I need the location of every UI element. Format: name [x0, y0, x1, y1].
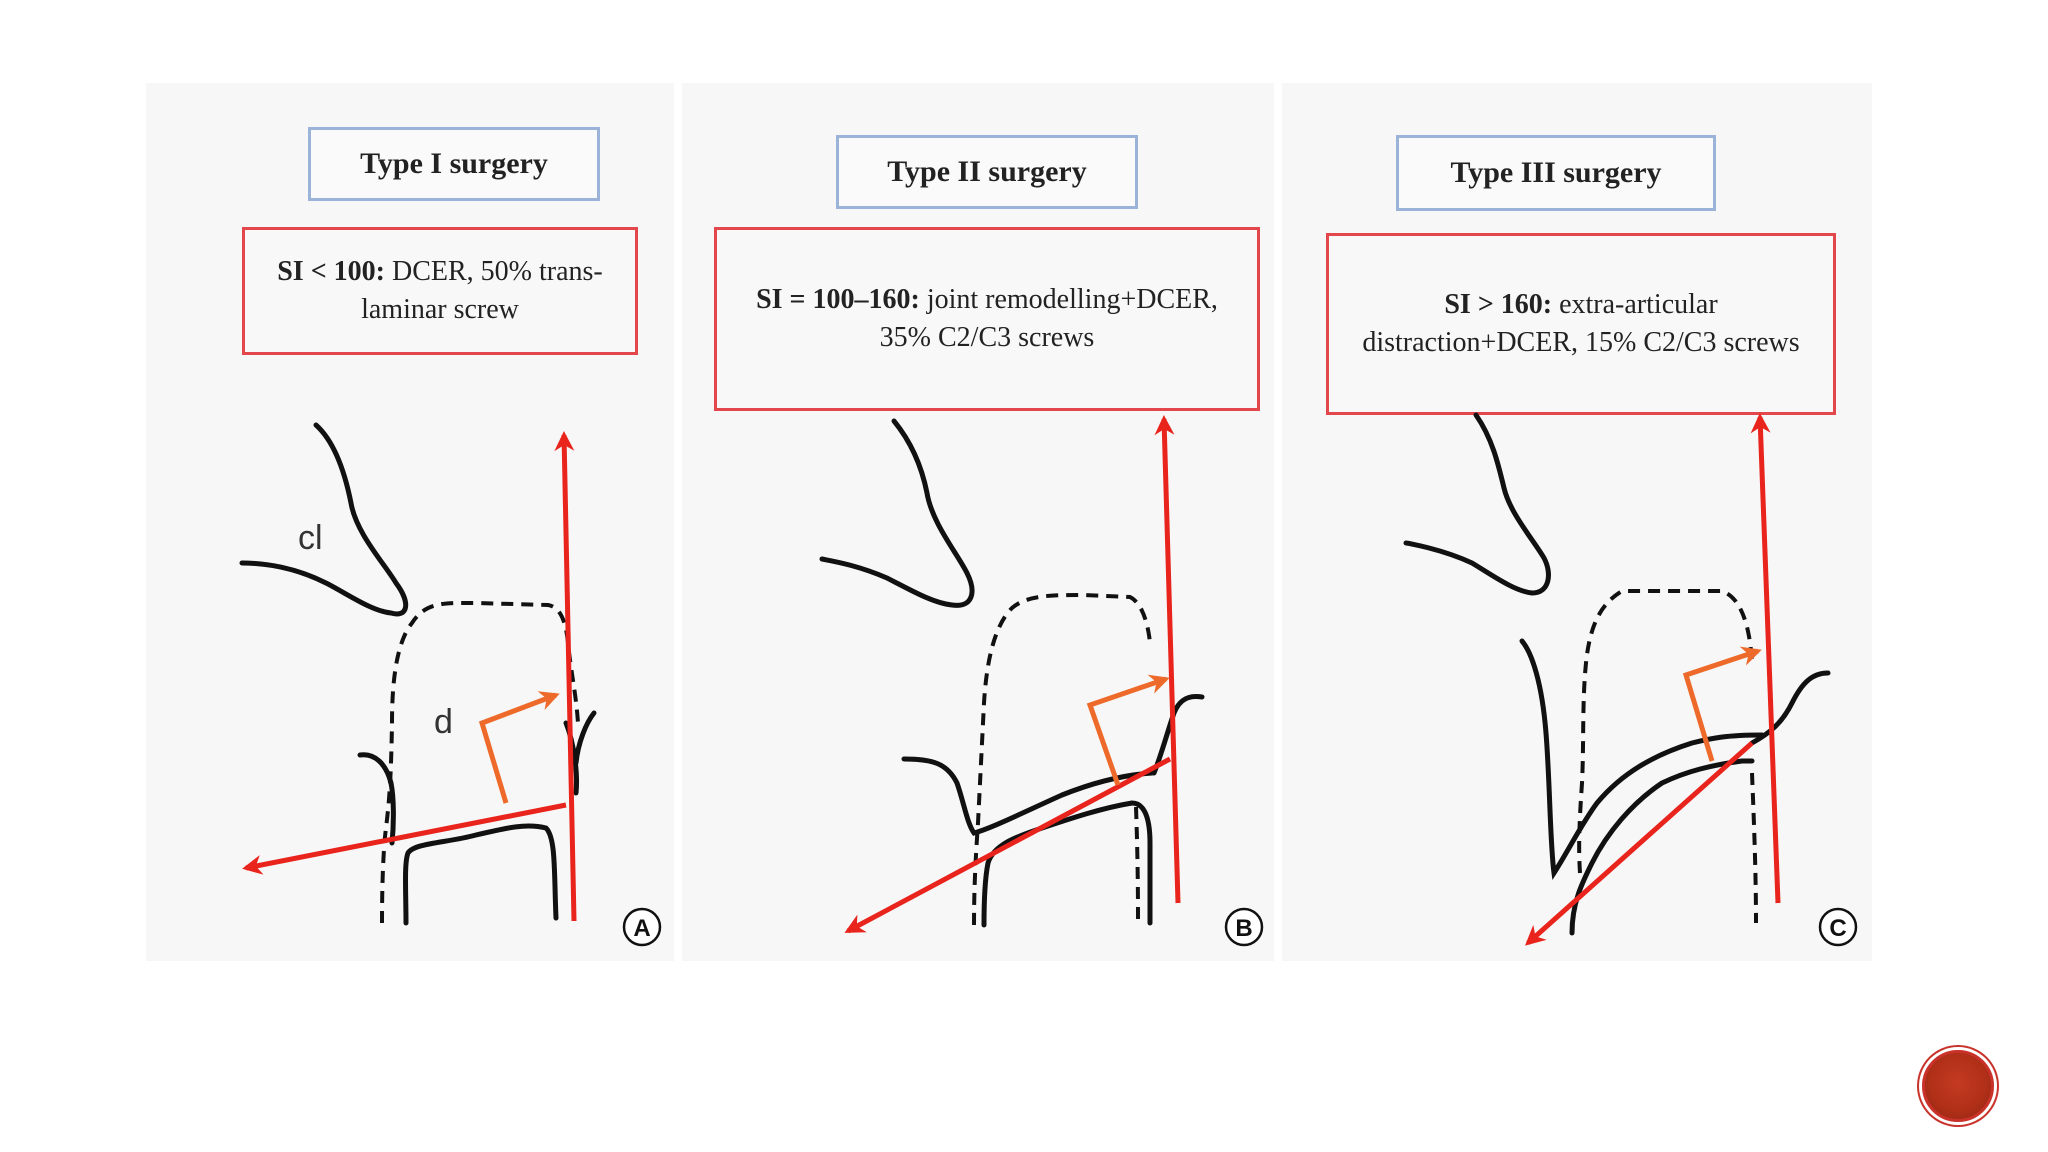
next-slide-button[interactable]: [1922, 1050, 1994, 1122]
panel-a-title: Type I surgery: [308, 127, 600, 201]
panel-b-letter: B: [1235, 915, 1252, 942]
panel-c-dens-outline: [1577, 589, 1754, 874]
panel-a-label-cl: cl: [298, 519, 323, 557]
panel-a-description: SI < 100: DCER, 50% trans-laminar screw: [242, 227, 638, 355]
panel-c-vertical-arrow: [1750, 413, 1781, 904]
panel-b-endplate-outline: [901, 756, 1155, 836]
panel-type-2: Type II surgery SI = 100–160: joint remo…: [682, 83, 1274, 961]
panel-a-letter-badge: [622, 907, 662, 947]
panel-b-slope-arrow: [844, 756, 1172, 934]
panel-a-vertical-arrow: [554, 431, 577, 922]
panel-c-right-outline: [1749, 670, 1831, 746]
panel-c-anterior-outline: [1519, 638, 1765, 881]
panel-type-1: Type I surgery SI < 100: DCER, 50% trans…: [146, 83, 674, 961]
panel-b-description-text: joint remodelling+DCER, 35% C2/C3 screws: [879, 284, 1218, 353]
panel-a-distance-marker: [478, 691, 560, 804]
panel-a-posterior-outline: [357, 752, 396, 846]
panel-c-posterior-outline: [1750, 772, 1758, 924]
panel-c-description-text: extra-articular distraction+DCER, 15% C2…: [1362, 289, 1800, 358]
panel-b-description: SI = 100–160: joint remodelling+DCER, 35…: [714, 227, 1260, 411]
panel-a-letter: A: [633, 915, 650, 942]
panel-c-title: Type III surgery: [1396, 135, 1716, 211]
panel-b-clivus-outline: [819, 418, 975, 608]
panel-type-3: Type III surgery SI > 160: extra-articul…: [1282, 83, 1872, 961]
panel-c-inner-outline: [1569, 758, 1755, 936]
panel-b-dens-outline: [972, 592, 1152, 926]
panel-c-distance-marker: [1682, 646, 1762, 762]
panel-c-description: SI > 160: extra-articular distraction+DC…: [1326, 233, 1836, 415]
panel-a-slope-arrow: [242, 802, 567, 875]
panel-c-slope-arrow: [1525, 741, 1754, 946]
panel-b-vertical-arrow: [1154, 415, 1181, 904]
panel-a-c2-body-outline: [403, 823, 559, 926]
panel-a-clivus-outline: [239, 422, 408, 617]
panel-a-diagram: cl d A: [239, 422, 662, 947]
panel-c-clivus-outline: [1403, 412, 1551, 596]
panel-b-title: Type II surgery: [836, 135, 1138, 209]
panel-a-si-label: SI < 100:: [277, 256, 385, 287]
panel-b-distance-marker: [1086, 674, 1170, 786]
panel-c-letter-badge: [1818, 907, 1858, 947]
panel-b-si-label: SI = 100–160:: [756, 284, 920, 315]
panel-a-description-text: DCER, 50% trans-laminar screw: [361, 256, 603, 325]
panel-b-posterior-outline: [1134, 806, 1140, 924]
panel-a-dens-outline: [380, 600, 580, 924]
panel-c-letter: C: [1829, 915, 1846, 942]
panel-b-diagram: B: [819, 415, 1264, 947]
panel-c-diagram: C: [1403, 412, 1858, 947]
panel-c-si-label: SI > 160:: [1444, 289, 1553, 320]
panel-b-letter-badge: [1224, 907, 1264, 947]
panel-a-label-d: d: [434, 703, 453, 741]
